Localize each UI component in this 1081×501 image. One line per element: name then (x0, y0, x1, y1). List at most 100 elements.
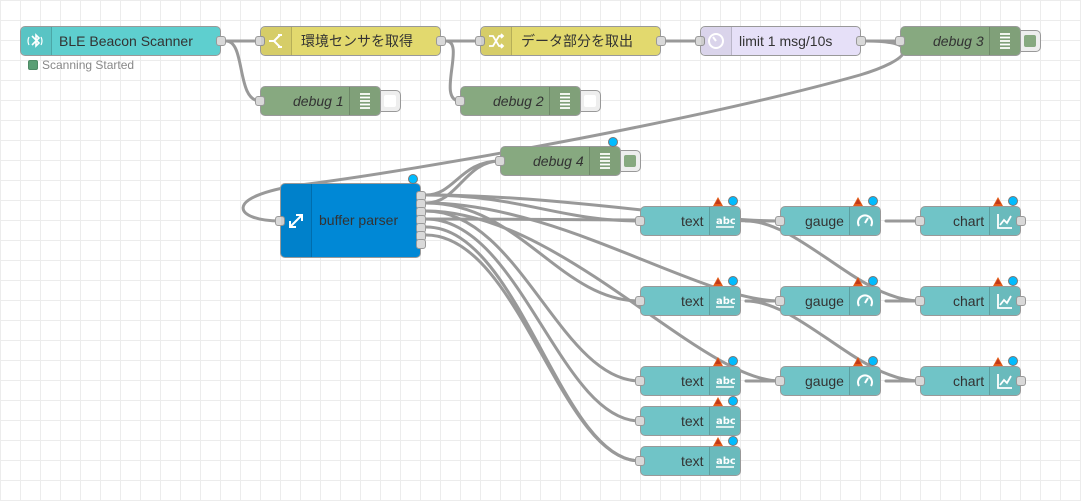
input-port[interactable] (495, 156, 505, 166)
node-label: gauge (805, 293, 844, 309)
input-port[interactable] (255, 96, 265, 106)
debug-4-node[interactable]: debug 4 (495, 146, 621, 176)
node-label: text (681, 213, 704, 229)
input-port[interactable] (695, 36, 705, 46)
node-label: text (681, 413, 704, 429)
warning-icon (853, 277, 863, 286)
input-port[interactable] (915, 376, 925, 386)
debug-1-toggle-button[interactable] (381, 90, 401, 112)
change-node[interactable]: データ部分を取出 (475, 26, 666, 56)
chart-node-2[interactable]: chart (915, 286, 1026, 316)
wire (424, 217, 642, 423)
input-port[interactable] (275, 216, 285, 226)
node-label: debug 1 (293, 93, 344, 109)
changed-indicator (608, 137, 618, 147)
switch-icon (261, 27, 292, 55)
svg-text:abc: abc (716, 376, 735, 387)
warning-icon (853, 357, 863, 366)
wire (424, 201, 782, 303)
output-port[interactable] (856, 36, 866, 46)
output-port[interactable] (656, 36, 666, 46)
warning-icon (713, 437, 723, 446)
input-port[interactable] (635, 416, 645, 426)
warning-icon (993, 197, 1003, 206)
text-node-4[interactable]: text abc (635, 406, 741, 436)
gauge-icon (849, 367, 880, 395)
node-label: debug 4 (533, 153, 584, 169)
changed-indicator (728, 356, 738, 366)
node-label: text (681, 453, 704, 469)
gauge-icon (849, 287, 880, 315)
node-label: limit 1 msg/10s (739, 33, 833, 49)
warning-icon (713, 357, 723, 366)
changed-indicator (728, 436, 738, 446)
output-port[interactable] (416, 239, 426, 249)
abc-icon: abc (709, 207, 740, 235)
wire (424, 233, 642, 463)
output-port[interactable] (436, 36, 446, 46)
input-port[interactable] (635, 216, 645, 226)
output-port[interactable] (216, 36, 226, 46)
node-label: text (681, 293, 704, 309)
text-node-5[interactable]: text abc (635, 446, 741, 476)
changed-indicator (728, 396, 738, 406)
warning-icon (713, 197, 723, 206)
input-port[interactable] (475, 36, 485, 46)
debug-1-node[interactable]: debug 1 (255, 86, 381, 116)
changed-indicator (728, 276, 738, 286)
wire (444, 39, 462, 103)
input-port[interactable] (635, 376, 645, 386)
wire (241, 39, 906, 223)
output-port[interactable] (1016, 296, 1026, 306)
input-port[interactable] (915, 296, 925, 306)
abc-icon: abc (709, 447, 740, 475)
chart-node-3[interactable]: chart (915, 366, 1026, 396)
chart-node-1[interactable]: chart (915, 206, 1026, 236)
warning-icon (853, 197, 863, 206)
input-port[interactable] (455, 96, 465, 106)
changed-indicator (1008, 196, 1018, 206)
debug-2-toggle-button[interactable] (581, 90, 601, 112)
svg-text:abc: abc (716, 216, 735, 227)
wire (224, 39, 262, 103)
debug-3-toggle-button[interactable] (1021, 30, 1041, 52)
input-port[interactable] (775, 296, 785, 306)
input-port[interactable] (635, 296, 645, 306)
bluetooth-icon (21, 27, 52, 55)
node-label: debug 2 (493, 93, 544, 109)
delay-node[interactable]: limit 1 msg/10s (695, 26, 866, 56)
text-node-3[interactable]: text abc (635, 366, 741, 396)
wire (424, 225, 642, 463)
input-port[interactable] (915, 216, 925, 226)
input-port[interactable] (775, 216, 785, 226)
abc-icon: abc (709, 287, 740, 315)
status-text: Scanning Started (42, 58, 135, 72)
debug-icon (989, 27, 1020, 55)
change-icon (481, 27, 512, 55)
debug-4-toggle-button[interactable] (621, 150, 641, 172)
input-port[interactable] (895, 36, 905, 46)
text-node-1[interactable]: text abc (635, 206, 741, 236)
input-port[interactable] (635, 456, 645, 466)
debug-2-node[interactable]: debug 2 (455, 86, 581, 116)
node-status: Scanning Started (28, 58, 134, 72)
wire (744, 219, 922, 303)
gauge-node-3[interactable]: gauge (775, 366, 881, 396)
gauge-node-1[interactable]: gauge (775, 206, 881, 236)
wire (424, 201, 642, 303)
output-port[interactable] (1016, 216, 1026, 226)
abc-icon: abc (709, 407, 740, 435)
input-port[interactable] (255, 36, 265, 46)
gauge-node-2[interactable]: gauge (775, 286, 881, 316)
changed-indicator (728, 196, 738, 206)
text-node-2[interactable]: text abc (635, 286, 741, 316)
buffer-parser-node[interactable]: buffer parser (275, 183, 426, 258)
chart-icon (989, 207, 1020, 235)
switch-node[interactable]: 環境センサを取得 (255, 26, 446, 56)
input-port[interactable] (775, 376, 785, 386)
debug-3-node[interactable]: debug 3 (895, 26, 1021, 56)
output-port[interactable] (1016, 376, 1026, 386)
ble-beacon-scanner-node[interactable]: BLE Beacon Scanner (20, 26, 226, 56)
